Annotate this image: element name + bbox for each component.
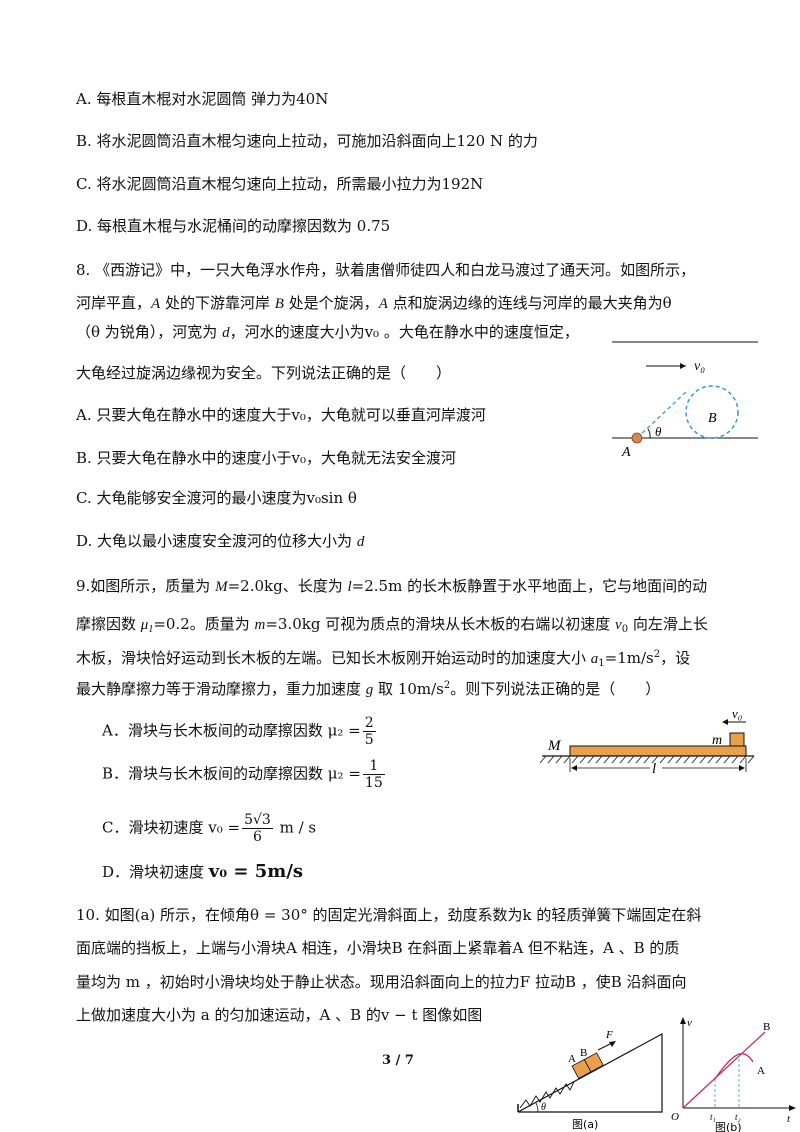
incline-angle-arc bbox=[535, 1102, 539, 1113]
slider-block bbox=[729, 732, 745, 747]
force-arrow-head bbox=[609, 1041, 616, 1047]
angle-arc bbox=[647, 428, 651, 439]
q9-stem-line3: 木板，滑块恰好运动到长木板的左端。已知长木板刚开始运动时的加速度大小 a1=1m… bbox=[76, 649, 691, 669]
fig-a-caption: 图(a) bbox=[572, 1118, 598, 1131]
q9-option-d: D．滑块初速度 v₀ = 5m/s bbox=[102, 861, 304, 882]
blocks-group bbox=[571, 1052, 604, 1079]
curve-a-label: A bbox=[757, 1065, 765, 1077]
long-board bbox=[569, 745, 747, 757]
a-label: A bbox=[621, 445, 631, 460]
q8-vortex-diagram: v₀ θ B A bbox=[612, 341, 758, 460]
t1-label: t₁ bbox=[710, 1112, 716, 1122]
q8-option-b: B. 只要大龟在静水中的速度小于v₀，大龟就无法安全渡河 bbox=[76, 449, 457, 467]
page-number: 3 / 7 bbox=[382, 1053, 414, 1068]
turtle-dot bbox=[631, 432, 643, 444]
curve-b bbox=[682, 1031, 766, 1109]
q10-incline-diagram: A B F θ 图(a) bbox=[517, 1029, 663, 1131]
tangent-line bbox=[636, 389, 689, 439]
q8-option-a: A. 只要大龟在静水中的速度大于v₀，大龟就可以垂直河岸渡河 bbox=[76, 406, 486, 424]
theta-label: θ bbox=[655, 424, 662, 439]
m-big-label: M bbox=[547, 738, 562, 754]
vortex-circle bbox=[685, 385, 739, 439]
q8-stem-line3: （θ 为锐角），河宽为 d，河水的速度大小为v₀ 。大龟在静水中的速度恒定， bbox=[76, 323, 579, 341]
v-axis-arrow bbox=[680, 1017, 686, 1024]
q9-board-diagram: v₀ M m l bbox=[540, 706, 755, 777]
length-label: l bbox=[652, 761, 656, 777]
fig-b-caption: 图(b) bbox=[715, 1121, 742, 1132]
origin-label: O bbox=[671, 1111, 679, 1123]
dim-arrow-left bbox=[571, 765, 577, 771]
t-axis-label: t bbox=[787, 1113, 791, 1125]
m-small-label: m bbox=[712, 733, 722, 748]
block-b bbox=[583, 1052, 604, 1073]
q8-stem-line4: 大龟经过旋涡边缘视为安全。下列说法正确的是（ ） bbox=[76, 364, 452, 382]
ground-hatch bbox=[540, 755, 755, 764]
curve-a bbox=[714, 1053, 754, 1080]
v-axis-label: v bbox=[687, 1017, 692, 1029]
q10-vt-graph: v t O t₁ t₂ B A 图(b) bbox=[671, 1017, 796, 1132]
q7-option-c: C. 将水泥圆筒沿直木棍匀速向上拉动，所需最小拉力为192N bbox=[76, 175, 484, 193]
q7-option-a: A. 每根直木棍对水泥圆筒 弹力为40N bbox=[76, 90, 329, 108]
q10-stem-line3: 量均为 m ，初始时小滑块均处于静止状态。现用沿斜面向上的拉力F 拉动B ，使B… bbox=[76, 973, 687, 991]
q7-option-d: D. 每根直木棍与水泥桶间的动摩擦因数为 0.75 bbox=[76, 217, 391, 235]
b-label: B bbox=[708, 411, 717, 426]
curve-b-label: B bbox=[763, 1021, 770, 1033]
q8-stem-line1: 8. 《西游记》中，一只大龟浮水作舟，驮着唐僧师徒四人和白龙马渡过了通天河。如图… bbox=[76, 261, 696, 279]
spring bbox=[519, 1081, 575, 1109]
force-label: F bbox=[605, 1029, 613, 1041]
incline-triangle bbox=[517, 1032, 663, 1113]
q7-option-b: B. 将水泥圆筒沿直木棍匀速向上拉动，可施加沿斜面向上120 N 的力 bbox=[76, 132, 538, 150]
block-b-label: B bbox=[580, 1047, 587, 1059]
q10-stem-line2: 面底端的挡板上，上端与小滑块A 相连，小滑块B 在斜面上紧靠着A 但不粘连，A … bbox=[76, 939, 680, 957]
flow-arrow-head bbox=[680, 363, 686, 369]
q9-stem-line4: 最大静摩擦力等于滑动摩擦力，重力加速度 g 取 10m/s2。则下列说法正确的是… bbox=[76, 680, 661, 698]
q8-option-d: D. 大龟以最小速度安全渡河的位移大小为 d bbox=[76, 532, 365, 550]
t-axis-arrow bbox=[789, 1105, 796, 1111]
q9-stem-line2: 摩擦因数 μ1=0.2。质量为 m=3.0kg 可视为质点的滑块从长木板的右端以… bbox=[76, 615, 708, 635]
v0-label: v₀ bbox=[732, 706, 742, 721]
dim-arrow-right bbox=[739, 765, 745, 771]
incline-theta-label: θ bbox=[541, 1102, 546, 1113]
v0-label: v₀ bbox=[694, 359, 705, 374]
block-a-label: A bbox=[568, 1053, 576, 1065]
v0-arrow-head bbox=[722, 719, 728, 725]
q8-option-c: C. 大龟能够安全渡河的最小速度为v₀sin θ bbox=[76, 489, 357, 507]
q9-stem-line1: 9.如图所示，质量为 M=2.0kg、长度为 l=2.5m 的长木板静置于水平地… bbox=[76, 577, 708, 595]
t2-label: t₂ bbox=[735, 1112, 741, 1122]
q8-stem-line2: 河岸平直，A 处的下游靠河岸 B 处是个旋涡，A 点和旋涡边缘的连线与河岸的最大… bbox=[76, 294, 672, 312]
q10-stem-line4: 上做加速度大小为 a 的匀加速运动，A 、B 的v − t 图像如图 bbox=[76, 1006, 483, 1024]
q10-stem-line1: 10. 如图(a) 所示，在倾角θ = 30° 的固定光滑斜面上，劲度系数为k … bbox=[76, 906, 702, 924]
